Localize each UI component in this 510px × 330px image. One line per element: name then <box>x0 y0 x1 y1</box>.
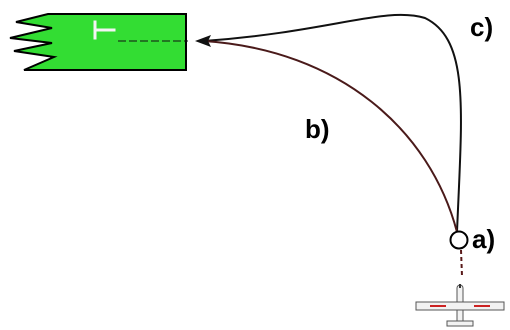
approach-tail <box>461 250 462 276</box>
landing-area <box>10 14 186 70</box>
circle-marker-icon <box>451 232 468 249</box>
aircraft-icon <box>416 284 504 326</box>
label-path-c: c) <box>470 12 493 42</box>
label-point-a: a) <box>472 224 495 254</box>
path-b <box>204 41 457 232</box>
label-path-b: b) <box>305 114 330 144</box>
path-c <box>204 15 461 232</box>
